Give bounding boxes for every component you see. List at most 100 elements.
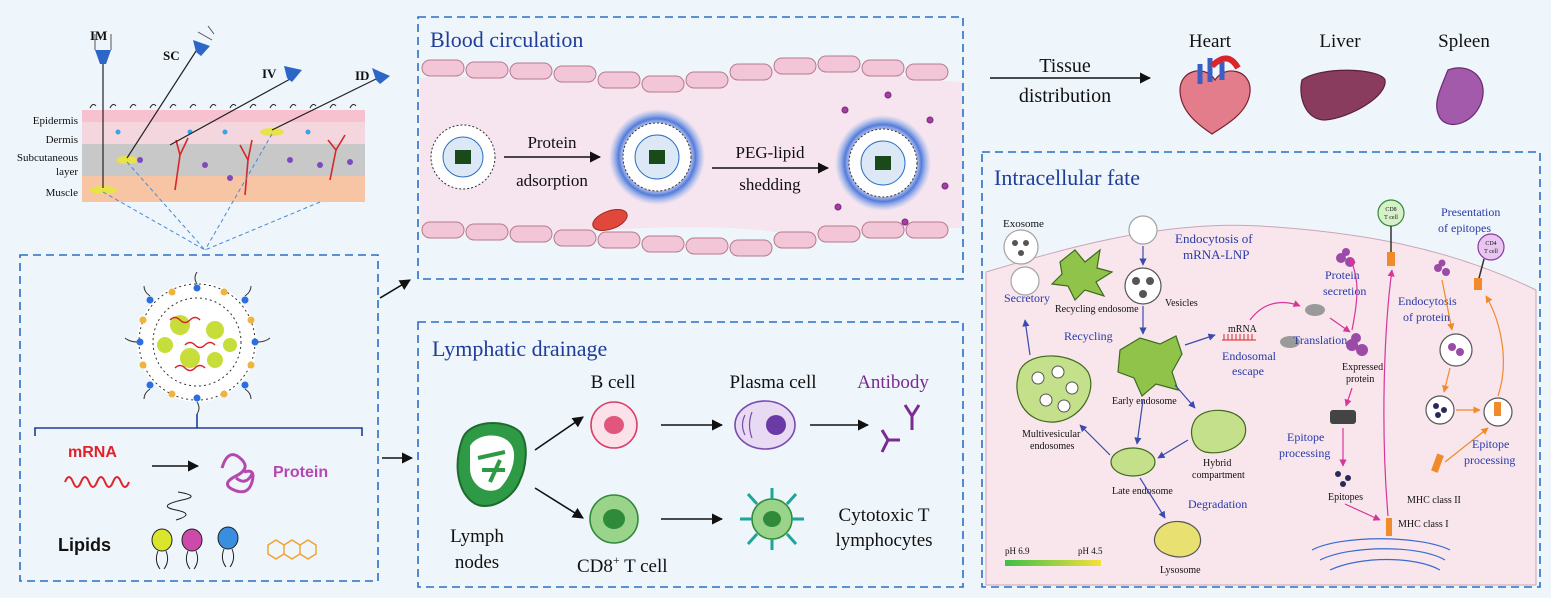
- lipids-label: Lipids: [58, 535, 111, 555]
- cytotoxic-line1: Cytotoxic T: [839, 505, 930, 526]
- hybrid-line2: compartment: [1192, 470, 1245, 481]
- expressed-line2: protein: [1346, 374, 1374, 385]
- skin-vessels: [174, 134, 346, 196]
- mrna-label: mRNA: [68, 444, 117, 461]
- cd4-tcell-line2: T cell: [1484, 249, 1498, 255]
- lnp-panel-border: [19, 254, 379, 582]
- route-id: ID: [355, 68, 369, 83]
- exosome-label: Exosome: [1003, 218, 1044, 230]
- layer-label-layer: layer: [56, 166, 78, 178]
- layer-label-dermis: Dermis: [46, 134, 78, 146]
- endocytosis-protein-line1: Endocytosis: [1398, 294, 1457, 308]
- epitope-processing2-line2: processing: [1464, 453, 1515, 467]
- cd8-tcell-line2: T cell: [1384, 215, 1398, 221]
- needle-hubs: [95, 40, 390, 84]
- mrna-strand-icon: [64, 476, 130, 488]
- im-deposit: [89, 186, 117, 194]
- endosomal-escape-line2: escape: [1232, 364, 1264, 378]
- step2-line1: PEG-lipid: [736, 143, 805, 162]
- lnp-panel: mRNA Protein Lipids: [19, 254, 379, 582]
- ph-left-label: pH 6.9: [1005, 546, 1030, 556]
- intracellular-fate-panel: Intracellular fate Exosome Endocytosis o…: [981, 151, 1541, 588]
- lysosome-icon: [1153, 520, 1202, 558]
- cytotoxic-line2: lymphocytes: [835, 530, 932, 551]
- cd4-tcell-line1: CD4: [1485, 241, 1496, 247]
- arrow-to-b-cell: [534, 416, 584, 451]
- hybrid-line1: Hybrid: [1203, 458, 1231, 469]
- ph-gradient-bar: [1005, 560, 1101, 566]
- lymph-nodes-line1: Lymph: [450, 526, 504, 547]
- cell-body: [985, 224, 1537, 586]
- shed-peg-lipids: [834, 91, 949, 226]
- hybrid-compartment-icon: [1191, 409, 1247, 454]
- tissue-line1: Tissue: [1039, 55, 1091, 77]
- mhc1-label: MHC class I: [1398, 519, 1449, 530]
- arrow-to-blood: [379, 279, 411, 299]
- early-endosome-label: Early endosome: [1112, 396, 1177, 407]
- organ-heart-label: Heart: [1189, 31, 1232, 52]
- late-endosome-icon: [1110, 447, 1156, 477]
- antibody-icon: [880, 404, 921, 453]
- step1-line2: adsorption: [516, 171, 588, 190]
- endosomal-escape-line1: Endosomal: [1222, 349, 1277, 363]
- multivesicular-line2: endosomes: [1030, 441, 1075, 452]
- intracellular-title: Intracellular fate: [994, 165, 1140, 190]
- protein-endosome-icon: [1439, 333, 1473, 367]
- lipid-icons: [151, 491, 317, 570]
- cd8-label: CD8+ T cell: [577, 553, 668, 577]
- extracellular-protein-icon: [1434, 259, 1450, 276]
- late-endosome-label: Late endosome: [1112, 486, 1173, 497]
- endothelium-top: [421, 55, 949, 93]
- epitope-processing2-line1: Epitope: [1472, 437, 1509, 451]
- er-icon: [1311, 538, 1451, 571]
- lymph-node-icon: [456, 421, 527, 507]
- protein-secretion-line2: secretion: [1323, 284, 1366, 298]
- needles: [102, 47, 379, 188]
- cd4-tcell-icon: [1477, 233, 1505, 261]
- skin-hairs: [89, 103, 357, 109]
- degradation-label: Degradation: [1188, 497, 1247, 511]
- epitopes-label: Epitopes: [1328, 492, 1363, 503]
- expressed-line1: Expressed: [1342, 362, 1383, 373]
- endocytosis-mrna-line2: mRNA-LNP: [1183, 247, 1249, 262]
- layer-label-epidermis: Epidermis: [33, 115, 78, 127]
- protein-secretion-line1: Protein: [1325, 268, 1360, 282]
- route-iv: IV: [262, 66, 277, 81]
- epitope-processing-line2: processing: [1279, 446, 1330, 460]
- route-im: IM: [90, 28, 107, 43]
- secretory-label: Secretory: [1004, 291, 1050, 305]
- ribosome-icons: [1280, 304, 1325, 348]
- presentation-line2: of epitopes: [1438, 221, 1491, 235]
- lnp-stage-1: [430, 124, 496, 190]
- intracellular-panel-border: [981, 151, 1541, 588]
- organ-liver-label: Liver: [1319, 31, 1361, 52]
- plasma-cell-label: Plasma cell: [729, 372, 816, 393]
- lymph-panel-border: [417, 321, 964, 588]
- layer-label-muscle: Muscle: [46, 187, 79, 199]
- skin-cells: [137, 157, 353, 181]
- lnp-stage-2: [609, 109, 705, 205]
- epitope-processing-line1: Epitope: [1287, 430, 1324, 444]
- lymph-title: Lymphatic drainage: [432, 336, 607, 361]
- lysosome-epitope-icon: [1425, 395, 1455, 425]
- red-blood-cell: [592, 209, 628, 231]
- mrna-cyto-label: mRNA: [1228, 324, 1258, 335]
- cd8-tcell-icon: [1377, 199, 1405, 227]
- antibody-label: Antibody: [857, 372, 929, 393]
- endocytosis-mrna-line1: Endocytosis of: [1175, 231, 1253, 246]
- lymph-nodes-line2: nodes: [455, 552, 499, 573]
- lymphatic-drainage-panel: Lymphatic drainage Lymph nodes B cell Pl…: [417, 321, 964, 588]
- cytotoxic-t-icon: [740, 488, 804, 550]
- liver-icon: [1300, 69, 1386, 121]
- endothelium-bottom: [421, 221, 949, 257]
- protein-icon: [220, 453, 255, 494]
- plasma-cell-icon: [734, 400, 796, 450]
- mhc1-icon: [1386, 518, 1392, 536]
- lnp-stage-3: [835, 115, 931, 211]
- tissue-line2: distribution: [1019, 85, 1111, 107]
- blood-panel-border: [417, 16, 964, 280]
- b-cell-label: B cell: [591, 372, 636, 393]
- early-endosome-icon: [1117, 335, 1183, 397]
- tissue-distribution: Tissue distribution Heart Liver Spleen: [990, 31, 1490, 135]
- recycling-endosome-label: Recycling endosome: [1055, 304, 1139, 315]
